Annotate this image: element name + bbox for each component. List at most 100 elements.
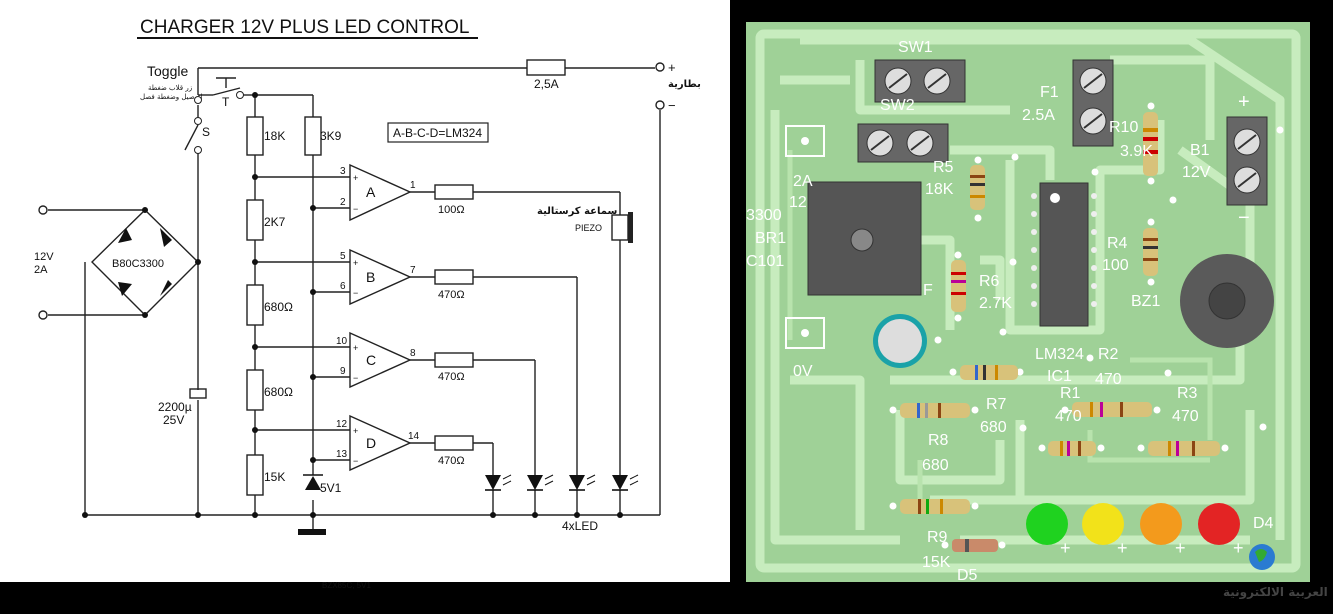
ic-note-box [387,122,489,143]
svg-text:+: + [353,173,358,183]
pcb-buzzer-center [1208,282,1246,320]
pcb-bridge-hole [850,228,874,252]
pcb-b1-value: 12V [1182,164,1211,181]
pcb-sw1: SW1 [898,39,933,56]
switch-t-contact-right [236,91,244,99]
globe-land [1255,549,1267,562]
r-18k-label: 18K [264,129,285,143]
bridge-label: B80C3300 [112,258,164,270]
pcb-leds [1026,503,1240,545]
opamp-plus-minus-marks: +− +− +− +− [353,173,358,466]
pcb-led-plus-2: + [1117,538,1128,558]
ic-note: A-B-C-D=LM324 [393,126,482,140]
switch-s-label: S [202,125,210,139]
terminal-f1 [1072,59,1114,147]
pin-3: 3 [340,166,346,177]
opamp-b-label: B [366,269,375,285]
pcb-r10: R10 [1109,119,1138,136]
pcb-labels: SW1 SW2 F1 2.5A R10 3.9K B1 12V + − 2A 1… [746,39,1274,584]
opamp-a-label: A [366,184,376,200]
svg-text:−: − [353,373,358,383]
pcb-r5: R5 [933,159,954,176]
zener-part-label: BZX85C, 5V1 [322,581,371,590]
svg-text:−: − [353,204,358,214]
leds-schematic [485,474,639,491]
pcb-d5: D5 [957,567,978,584]
pcb-traces [755,29,1301,573]
pcb-r6: R6 [979,273,1000,290]
pcb-r4-value: 100 [1102,257,1129,274]
input-pad-bottom [785,317,825,349]
pin-numbers: 3 2 1 5 6 7 10 9 8 12 13 14 [336,166,420,460]
switch-s-contact-bottom [194,146,202,154]
r-470b-label: 470Ω [438,371,465,383]
pin-1: 1 [410,180,416,191]
switch-t-contact-left [194,96,202,104]
pcb-r9: R9 [927,529,948,546]
pcb-ic [1039,182,1089,327]
r-680a-label: 680Ω [264,300,293,314]
pcb-led-orange [1140,503,1182,545]
output-resistors [434,184,474,451]
pcb-b1: B1 [1190,142,1210,159]
pcb-r9-value: 15K [922,554,951,571]
pcb-pads [889,102,1284,549]
battery-minus-terminal [655,100,665,110]
pcb-0v: 0V [793,363,813,380]
r-470a-label: 470Ω [438,289,465,301]
input-current-label: 2A [34,264,48,276]
switch-s-contact-top [194,117,202,125]
schematic-title: CHARGER 12V PLUS LED CONTROL [140,17,469,38]
pcb-r4: R4 [1107,235,1128,252]
pin-5: 5 [340,251,346,262]
switch-t-label: T [222,95,230,109]
pin-10: 10 [336,336,348,347]
r-680b-label: 680Ω [264,385,293,399]
opamp-triangles [349,163,412,472]
pcb-led-plus-1: + [1060,538,1071,558]
input-pad-bottom-hole [801,329,809,337]
pcb-plus: + [1238,91,1250,113]
pcb-br1: BR1 [755,230,786,247]
pcb-r7: R7 [986,396,1007,413]
pcb-ic-pins [1031,193,1097,307]
pcb-r1: R1 [1060,385,1081,402]
opamp-c-label: C [366,352,376,368]
pcb-d4: D4 [1253,515,1274,532]
pcb-f-label: F [923,282,933,299]
piezo-label: PIEZO [575,223,602,233]
pcb-c101: C101 [746,253,784,270]
pcb-r10-value: 3.9K [1120,143,1153,160]
pcb-r1-value: 470 [1055,408,1082,425]
fuse-label: 2,5A [534,77,559,91]
fuse-symbol [526,59,566,76]
pcb-bridge-part: 3300 [746,207,782,224]
pcb-r3-value: 470 [1172,408,1199,425]
pcb-r7-value: 680 [980,419,1007,436]
ground-symbol [298,529,326,535]
pcb-f1-value: 2.5A [1022,107,1055,124]
r-470c-label: 470Ω [438,455,465,467]
pcb-r8-value: 680 [922,457,949,474]
r-15k-label: 15K [264,470,285,484]
zener-diode-symbol [305,476,321,490]
capacitor-symbol [189,388,207,399]
pin-6: 6 [340,281,346,292]
watermark-text: العربية الالكترونية [1223,585,1328,600]
svg-text:+: + [353,426,358,436]
junction-dots [82,92,623,518]
r-3k9-label: 3K9 [320,129,342,143]
pcb-led-plus-4: + [1233,538,1244,558]
pin-9: 9 [340,366,346,377]
pcb-ic1: IC1 [1047,368,1072,385]
pcb-panel: SW1 SW2 F1 2.5A R10 3.9K B1 12V + − 2A 1… [746,22,1310,584]
pcb-r8: R8 [928,432,949,449]
battery-label: بطارية [668,79,701,90]
input-terminal-top [38,205,48,215]
pcb-r3: R3 [1177,385,1198,402]
pcb-led-yellow [1082,503,1124,545]
pcb-r2: R2 [1098,346,1119,363]
capacitor-voltage: 25V [163,413,184,427]
pcb-led-plus-3: + [1175,538,1186,558]
capacitor-value: 2200µ [158,400,192,414]
